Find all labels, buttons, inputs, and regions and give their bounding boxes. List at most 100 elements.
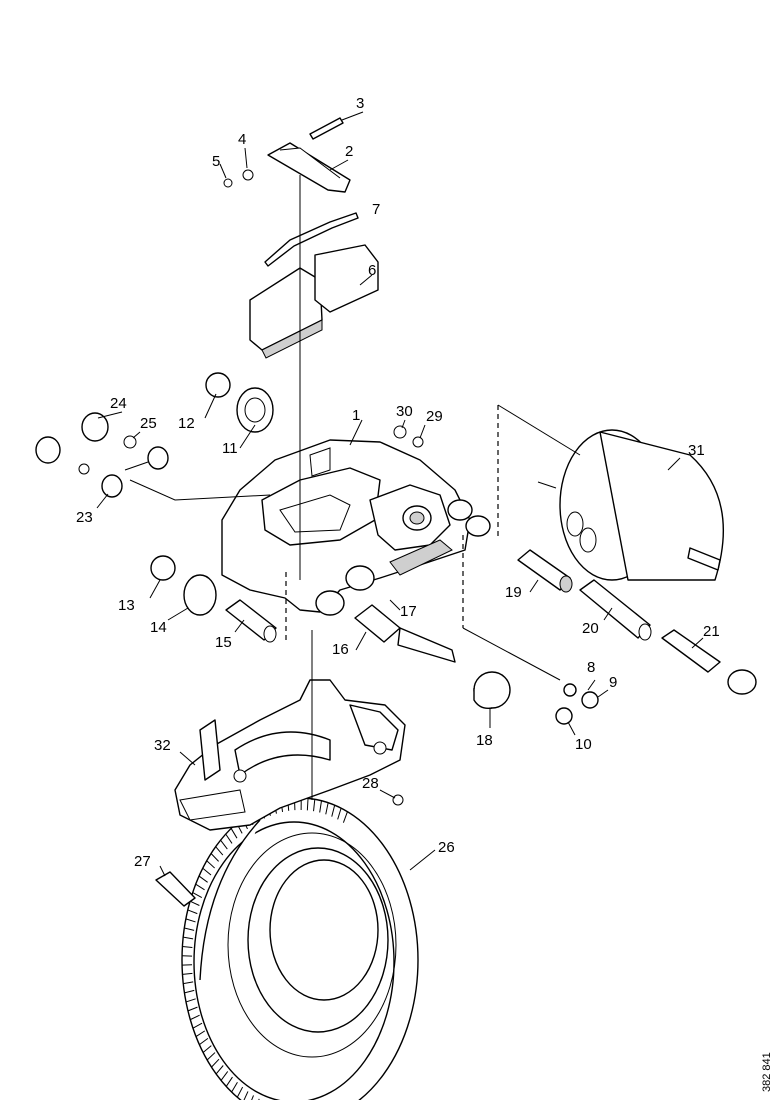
callout-16: 16 xyxy=(332,641,349,658)
callout-1: 1 xyxy=(352,407,360,424)
disc-vent-tick xyxy=(225,833,233,844)
callout-2: 2 xyxy=(345,143,353,160)
disc-vent-tick xyxy=(206,860,216,869)
disc-vent-tick xyxy=(184,989,195,994)
pad-retainer xyxy=(267,142,351,193)
callout-17: 17 xyxy=(400,603,417,620)
callout-28: 28 xyxy=(362,775,379,792)
bolt-28 xyxy=(392,794,404,806)
assembly-lines xyxy=(124,175,581,800)
wear-indicator xyxy=(264,212,359,267)
disc-vent-tick xyxy=(192,892,203,898)
callout-15: 15 xyxy=(215,634,232,651)
washer-29 xyxy=(412,436,424,448)
disc-vent-tick xyxy=(210,853,219,862)
caliper-housing xyxy=(221,439,491,616)
disc-vent-tick xyxy=(202,1045,212,1053)
sleeve-19 xyxy=(517,549,573,593)
disc-vent-tick xyxy=(187,1006,198,1012)
disc-vent-tick xyxy=(183,936,194,940)
disc-vent-tick xyxy=(183,981,194,985)
drawing-number: 382 841 xyxy=(761,1052,773,1092)
callout-29: 29 xyxy=(426,408,443,425)
disc-vent-tick xyxy=(182,945,193,948)
disc-vent-tick xyxy=(189,900,200,906)
callout-14: 14 xyxy=(150,619,167,636)
disc-vent-tick xyxy=(185,918,196,923)
nut-8 xyxy=(563,683,577,697)
disc-vent-tick xyxy=(231,1082,238,1093)
callout-21: 21 xyxy=(703,623,720,640)
callout-30: 30 xyxy=(396,403,413,420)
sleeve-20 xyxy=(579,579,652,641)
disc-vent-tick xyxy=(225,1076,233,1087)
disc-vent-tick xyxy=(198,875,208,883)
callout-5: 5 xyxy=(212,153,220,170)
disc-vent-tick xyxy=(230,828,238,839)
callout-7: 7 xyxy=(372,201,380,218)
disc-vent-tick xyxy=(215,846,224,856)
carrier-bolt xyxy=(155,871,196,907)
callout-32: 32 xyxy=(154,737,171,754)
caps xyxy=(150,372,231,581)
brake-chamber xyxy=(537,429,725,581)
disc-vent-tick xyxy=(215,1065,224,1075)
cap-9 xyxy=(581,691,599,709)
callout-labels: 1 2 3 4 5 6 7 8 9 10 11 12 13 14 15 16 1… xyxy=(76,95,720,870)
disc-vent-tick xyxy=(251,1095,254,1100)
brake-pads xyxy=(249,244,379,359)
disc-vent-tick xyxy=(190,1014,200,1021)
disc-vent-tick xyxy=(199,1037,209,1046)
callout-13: 13 xyxy=(118,597,135,614)
disc-vent-tick xyxy=(182,972,193,975)
disc-vent-tick xyxy=(313,799,316,812)
retainer-bolt xyxy=(309,117,344,140)
disc-vent-tick xyxy=(243,1091,249,1100)
callout-23: 23 xyxy=(76,509,93,526)
callout-leaders xyxy=(96,111,704,877)
disc-vent-tick xyxy=(220,1071,229,1081)
callout-11: 11 xyxy=(222,440,238,457)
disc-vent-tick xyxy=(195,1030,206,1037)
disc-vent-tick xyxy=(220,839,228,850)
callout-19: 19 xyxy=(505,584,522,601)
brake-disc xyxy=(181,797,419,1100)
seal-set xyxy=(35,412,169,498)
disc-vent-tick xyxy=(184,927,195,931)
disc-vent-tick xyxy=(206,1052,216,1061)
callout-4: 4 xyxy=(238,131,246,148)
callout-3: 3 xyxy=(356,95,364,112)
bellows xyxy=(183,387,274,616)
callout-9: 9 xyxy=(609,674,617,691)
callout-18: 18 xyxy=(476,732,493,749)
callout-27: 27 xyxy=(134,853,151,870)
nut-10 xyxy=(555,707,573,725)
adjuster-screw xyxy=(354,539,456,663)
cap-18 xyxy=(473,671,511,710)
disc-vent-tick xyxy=(319,800,322,813)
callout-10: 10 xyxy=(575,736,592,753)
disc-vent-tick xyxy=(342,811,348,823)
guide-bolt xyxy=(661,629,757,695)
disc-vent-tick xyxy=(331,805,336,817)
disc-vent-tick xyxy=(192,1022,203,1029)
disc-vent-tick xyxy=(325,802,329,815)
callout-26: 26 xyxy=(438,839,455,856)
callout-20: 20 xyxy=(582,620,599,637)
disc-vent-tick xyxy=(236,1086,244,1098)
disc-vent-tick xyxy=(202,867,212,876)
nut xyxy=(223,178,233,188)
callout-25: 25 xyxy=(140,415,157,432)
disc-vent-tick xyxy=(187,909,198,915)
caliper-carrier xyxy=(174,679,406,831)
callout-6: 6 xyxy=(368,262,376,279)
callout-12: 12 xyxy=(178,415,195,432)
disc-vent-tick xyxy=(195,883,205,891)
disc-vent-tick xyxy=(211,1058,220,1068)
callout-31: 31 xyxy=(688,442,705,459)
callout-24: 24 xyxy=(110,395,127,412)
disc-vent-tick xyxy=(337,808,342,820)
disc-vent-tick xyxy=(185,998,196,1003)
